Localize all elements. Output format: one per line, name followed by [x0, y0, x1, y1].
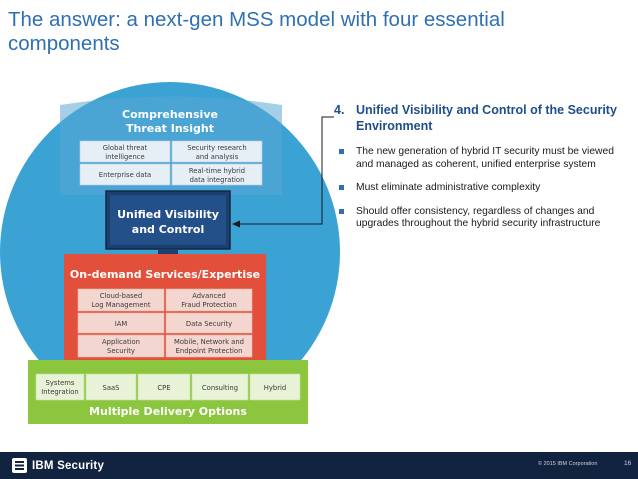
mss-diagram: Comprehensive Threat Insight Global thre…	[0, 82, 340, 424]
page-number: 16	[624, 460, 632, 467]
insight-cell-2-line2: and analysis	[196, 153, 239, 161]
delivery-cell-2-line1: SaaS	[103, 384, 120, 392]
insight-cell-4-line2: data integration	[190, 176, 245, 184]
insight-cell-1-line2: intelligence	[105, 153, 144, 161]
panel-title-text: Unified Visibility and Control of the Se…	[356, 103, 617, 133]
bullet-item: The new generation of hybrid IT security…	[334, 146, 624, 171]
connector-line	[238, 116, 334, 225]
services-cell-6-line2: Endpoint Protection	[176, 347, 243, 355]
delivery-cell-3	[137, 373, 191, 401]
services-cell-6	[165, 334, 253, 358]
services-header: On-demand Services/Expertise	[70, 268, 260, 281]
services-cell-2-line2: Fraud Protection	[181, 301, 237, 309]
delivery-footer: Multiple Delivery Options	[89, 405, 247, 418]
square-bullet-icon	[339, 208, 344, 214]
square-bullet-icon	[339, 149, 344, 154]
services-cell-6-line1: Mobile, Network and	[174, 338, 244, 346]
slide-title: The answer: a next-gen MSS model with fo…	[8, 8, 505, 55]
square-bullet-icon	[339, 185, 344, 190]
detail-panel: 4. Unified Visibility and Control of the …	[334, 102, 624, 242]
bullet-list: The new generation of hybrid IT security…	[334, 146, 624, 231]
monitor-stand	[158, 249, 178, 255]
bullet-text: The new generation of hybrid IT security…	[356, 146, 614, 170]
bullet-text: Should offer consistency, regardless of …	[356, 205, 601, 230]
services-cell-4	[165, 312, 253, 334]
insight-cell-3-line1: Enterprise data	[99, 171, 151, 179]
delivery-cell-1-line1: Systems	[46, 379, 75, 387]
ibm-security-logo: IBM Security	[12, 457, 104, 474]
services-cell-2-line1: Advanced	[192, 292, 226, 300]
visibility-line2: and Control	[132, 223, 204, 236]
visibility-line1: Unified Visibility	[117, 208, 219, 221]
services-cell-2	[165, 288, 253, 312]
delivery-cell-1	[35, 373, 85, 401]
services-cell-5-line2: Security	[107, 347, 135, 355]
services-cell-1	[77, 288, 165, 312]
services-cell-1-line1: Cloud-based	[100, 292, 142, 300]
delivery-cell-1-line2: Integration	[41, 388, 78, 396]
brand-name: IBM Security	[32, 459, 105, 472]
services-cell-3-line1: IAM	[115, 320, 128, 328]
services-cell-3	[77, 312, 165, 334]
insight-header-line2: Threat Insight	[126, 122, 214, 135]
copyright-text: © 2015 IBM Corporation	[538, 461, 598, 467]
insight-cell-2	[171, 140, 263, 163]
delivery-cell-5-line1: Hybrid	[264, 384, 286, 392]
insight-cell-1	[79, 140, 171, 163]
services-cell-5-line1: Application	[102, 338, 140, 346]
delivery-cell-2	[85, 373, 137, 401]
bullet-item: Should offer consistency, regardless of …	[334, 206, 624, 231]
bullet-item: Must eliminate administrative complexity	[334, 182, 624, 195]
panel-title: 4. Unified Visibility and Control of the …	[334, 102, 624, 134]
insight-cell-4-line1: Real-time hybrid	[189, 167, 245, 175]
services-cell-1-line2: Log Management	[91, 301, 150, 309]
delivery-cell-3-line1: CPE	[157, 384, 170, 392]
services-cell-4-line1: Data Security	[186, 320, 232, 328]
monitor-screen	[110, 195, 226, 245]
footer-bar: IBM Security © 2015 IBM Corporation 16	[0, 452, 638, 479]
services-cell-5	[77, 334, 165, 358]
insight-header-line1: Comprehensive	[122, 108, 218, 121]
connector-arrowhead	[232, 220, 240, 228]
panel-number: 4.	[334, 103, 345, 117]
ibm-security-logo-icon	[12, 458, 27, 473]
insight-cell-1-line1: Global threat	[103, 144, 148, 152]
insight-cell-3	[79, 163, 171, 186]
bullet-text: Must eliminate administrative complexity	[356, 182, 541, 193]
delivery-cell-5	[249, 373, 301, 401]
delivery-cell-4-line1: Consulting	[202, 384, 238, 392]
insight-cell-2-line1: Security research	[187, 144, 246, 152]
insight-cell-4	[171, 163, 263, 186]
delivery-cell-4	[191, 373, 249, 401]
